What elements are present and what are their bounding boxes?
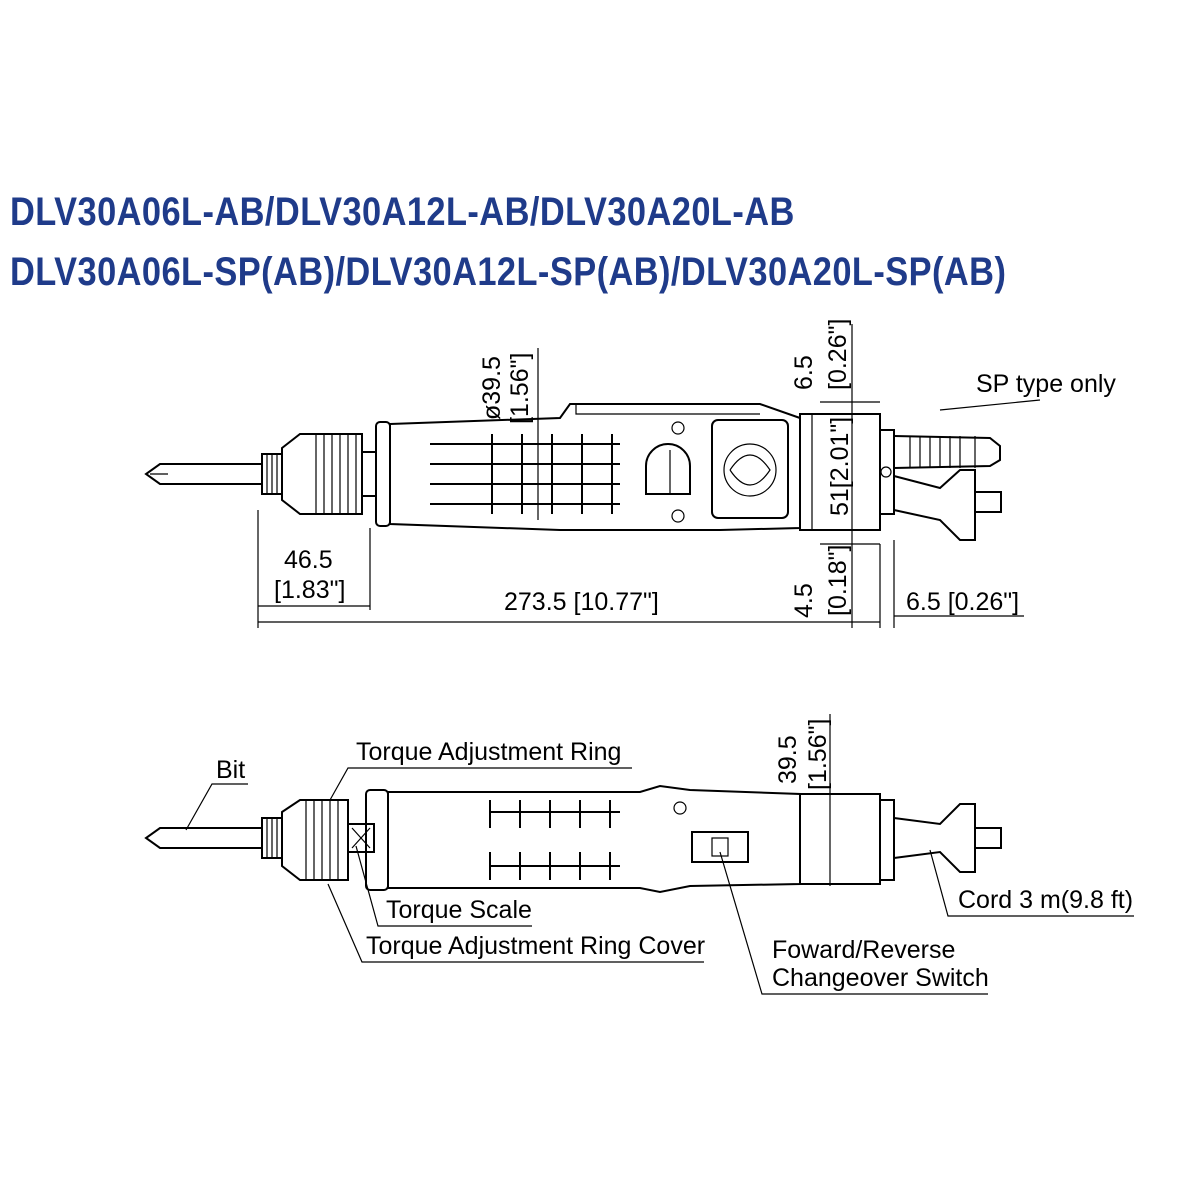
top-view-screwdriver	[144, 403, 1002, 541]
dim-top-margin: 6.5	[790, 355, 818, 390]
label-switch-line-2: Changeover Switch	[772, 964, 989, 992]
dim-tail-length: 6.5 [0.26"]	[906, 588, 1019, 616]
side-view-screwdriver	[144, 784, 1002, 894]
dim-side-height: 39.5	[774, 735, 802, 784]
dim-diameter: ø39.5	[478, 356, 506, 420]
dim-chuck-length-in: [1.83"]	[274, 576, 345, 604]
sp-type-label: SP type only	[976, 370, 1116, 398]
dim-body-height: 51[2.01"]	[826, 417, 854, 516]
side-view-dimensions	[185, 714, 1134, 995]
label-torque-ring-cover: Torque Adjustment Ring Cover	[366, 932, 705, 960]
dim-side-height-in: [1.56"]	[804, 719, 832, 790]
dim-bottom-margin: 4.5	[790, 583, 818, 618]
dim-total-length: 273.5 [10.77"]	[504, 588, 659, 616]
dim-bottom-margin-in: [0.18"]	[824, 545, 852, 616]
title-line-2: DLV30A06L-SP(AB)/DLV30A12L-SP(AB)/DLV30A…	[10, 250, 1007, 294]
dim-chuck-length: 46.5	[284, 546, 333, 574]
title-line-1: DLV30A06L-AB/DLV30A12L-AB/DLV30A20L-AB	[10, 190, 795, 234]
top-view-dimensions	[257, 324, 1041, 628]
label-switch-line-1: Foward/Reverse	[772, 936, 955, 964]
label-cord: Cord 3 m(9.8 ft)	[958, 886, 1133, 914]
label-torque-scale: Torque Scale	[386, 896, 532, 924]
label-bit: Bit	[216, 756, 245, 784]
label-torque-adjustment-ring: Torque Adjustment Ring	[356, 738, 621, 766]
dim-top-margin-in: [0.26"]	[824, 319, 852, 390]
dim-diameter-in: [1.56"]	[506, 353, 534, 424]
